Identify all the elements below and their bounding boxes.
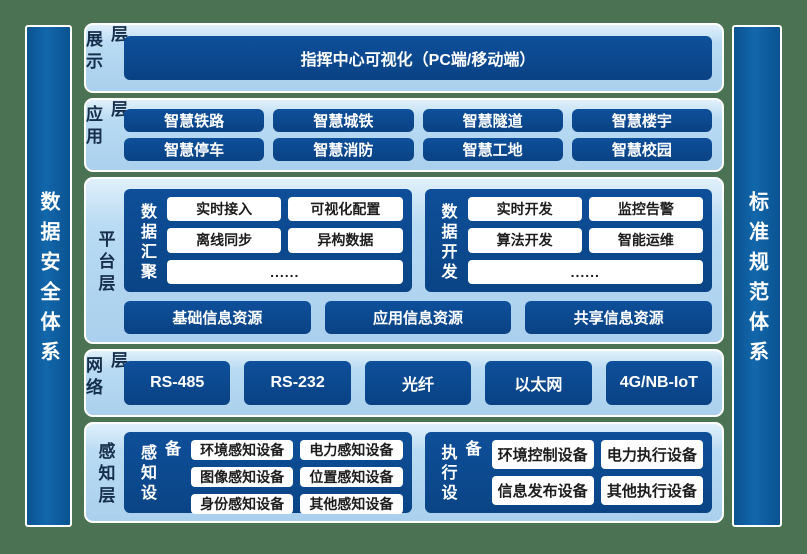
platform-layer-label-col: 平台层 [86,179,124,342]
resource-box: 应用信息资源 [324,301,512,334]
sensing-devices-grid: 环境感知设备 电力感知设备 图像感知设备 位置感知设备 身份感知设备 其他感知设… [191,440,403,514]
platform-layer-content: 数据汇聚 实时接入 可视化配置 离线同步 异构数据 ...... 数据开发 实时… [124,179,722,342]
platform-layer-panel: 平台层 数据汇聚 实时接入 可视化配置 离线同步 异构数据 ...... [84,177,724,344]
data-aggregation-label: 数据汇聚 [138,202,155,283]
platform-item: 监控告警 [588,197,703,222]
network-layer-label-col: 网络层 [83,351,127,415]
actuator-devices-group: 执行设备 环境控制设备 电力执行设备 信息发布设备 其他执行设备 [424,432,712,513]
network-layer-content: RS-485 RS-232 光纤 以太网 4G/NB-IoT [124,351,722,415]
layer-stack: 展示层 指挥中心可视化（PC端/移动端） 应用层 智慧铁路 智慧城铁 智慧隧道 … [83,23,724,523]
more-items-ellipsis: ...... [467,259,703,284]
resource-box: 基础信息资源 [124,301,311,334]
presentation-layer-label-col: 展示层 [83,25,127,91]
information-resources-row: 基础信息资源 应用信息资源 共享信息资源 [124,301,712,334]
network-layer-panel: 网络层 RS-485 RS-232 光纤 以太网 4G/NB-IoT [83,349,724,417]
device-box: 环境感知设备 [191,440,294,460]
app-box: 智慧停车 [124,138,265,161]
sensing-devices-label: 感知设备 [138,440,179,504]
data-aggregation-group: 数据汇聚 实时接入 可视化配置 离线同步 异构数据 ...... [124,189,412,292]
protocol-box: RS-232 [244,361,351,405]
sensing-devices-group: 感知设备 环境感知设备 电力感知设备 图像感知设备 位置感知设备 身份感知设备 … [124,432,412,514]
app-box: 智慧隧道 [422,109,563,132]
presentation-layer-content: 指挥中心可视化（PC端/移动端） [124,25,722,91]
device-box: 位置感知设备 [300,467,403,487]
data-development-grid: 实时开发 监控告警 算法开发 智能运维 ...... [467,197,703,284]
device-box: 电力感知设备 [300,440,403,460]
protocol-box: 以太网 [485,361,592,405]
platform-item: 算法开发 [467,228,582,253]
platform-item: 离线同步 [167,228,282,253]
application-layer-label-col: 应用层 [83,100,127,170]
app-box: 智慧铁路 [124,109,265,132]
more-items-ellipsis: ...... [167,259,403,284]
app-box: 智慧校园 [571,138,712,161]
device-box: 信息发布设备 [491,476,594,505]
actuator-devices-grid: 环境控制设备 电力执行设备 信息发布设备 其他执行设备 [491,440,703,505]
app-box: 智慧工地 [422,138,563,161]
platform-item: 实时开发 [467,197,582,222]
data-development-group: 数据开发 实时开发 监控告警 算法开发 智能运维 ...... [424,189,712,292]
platform-item: 智能运维 [588,228,703,253]
standards-bar: 标准规范体系 [732,25,782,527]
protocol-box: 4G/NB-IoT [605,361,712,405]
application-layer-panel: 应用层 智慧铁路 智慧城铁 智慧隧道 智慧楼宇 智慧停车 智慧消防 智慧工地 智… [83,98,724,172]
protocol-box: 光纤 [364,361,472,405]
command-center-box: 指挥中心可视化（PC端/移动端） [124,36,712,80]
presentation-layer-label: 展示层 [83,25,127,74]
data-development-label: 数据开发 [438,202,456,283]
perception-layer-content: 感知设备 环境感知设备 电力感知设备 图像感知设备 位置感知设备 身份感知设备 … [124,424,722,521]
data-aggregation-grid: 实时接入 可视化配置 离线同步 异构数据 ...... [167,197,403,284]
app-box: 智慧城铁 [273,109,414,132]
device-box: 电力执行设备 [600,440,703,469]
platform-item: 实时接入 [167,197,282,222]
platform-item: 可视化配置 [288,197,403,222]
perception-layer-label-col: 感知层 [86,424,124,521]
device-box: 其他执行设备 [600,476,703,505]
presentation-layer-panel: 展示层 指挥中心可视化（PC端/移动端） [83,23,724,93]
device-box: 环境控制设备 [491,440,594,469]
platform-layer-label: 平台层 [95,230,115,296]
device-box: 图像感知设备 [191,467,294,487]
device-box: 其他感知设备 [300,494,403,514]
actuator-devices-label: 执行设备 [438,440,480,504]
perception-layer-panel: 感知层 感知设备 环境感知设备 电力感知设备 图像感知设备 位置感知设备 身份感… [84,422,724,523]
perception-layer-label: 感知层 [95,442,115,508]
app-box: 智慧消防 [273,138,414,161]
protocol-box: RS-485 [124,361,231,405]
network-layer-label: 网络层 [83,351,127,400]
data-security-bar-label: 数据安全体系 [37,191,59,371]
device-box: 身份感知设备 [191,494,294,514]
application-layer-label: 应用层 [83,100,127,149]
data-security-bar: 数据安全体系 [25,25,72,527]
platform-groups: 数据汇聚 实时接入 可视化配置 离线同步 异构数据 ...... 数据开发 实时… [124,189,712,292]
standards-bar-label: 标准规范体系 [745,191,768,371]
application-layer-content: 智慧铁路 智慧城铁 智慧隧道 智慧楼宇 智慧停车 智慧消防 智慧工地 智慧校园 [124,100,722,170]
platform-item: 异构数据 [288,228,403,253]
resource-box: 共享信息资源 [525,301,712,334]
app-box: 智慧楼宇 [571,109,712,132]
